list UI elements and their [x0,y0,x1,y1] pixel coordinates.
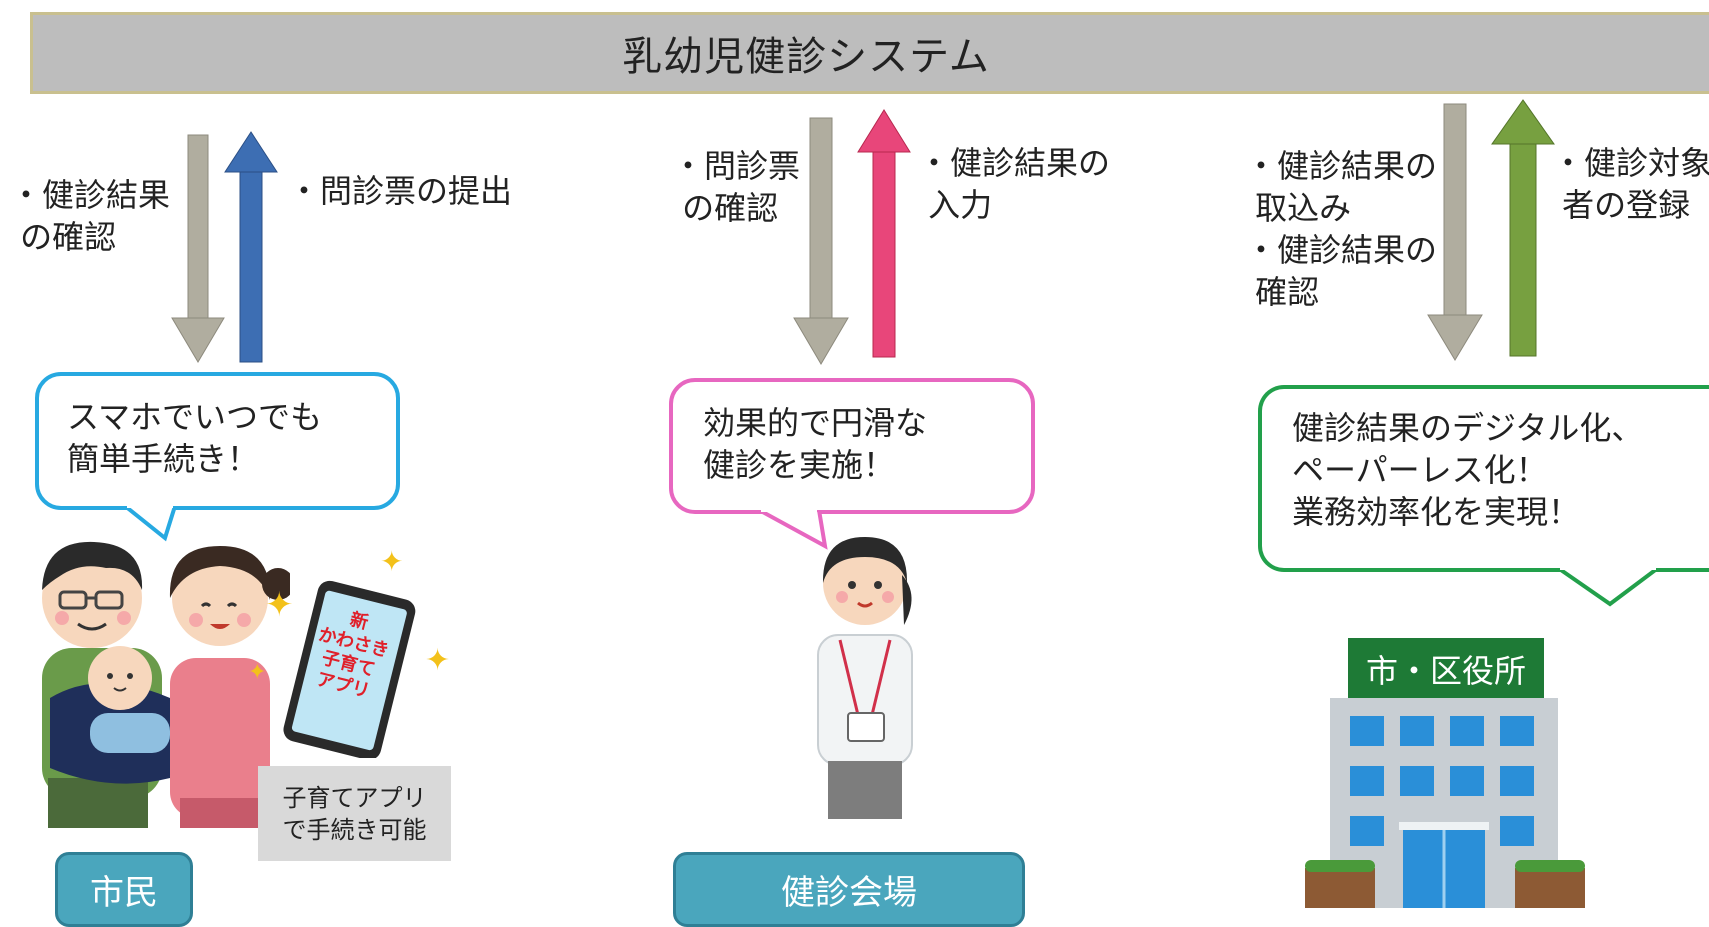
office-building-icon [1305,698,1585,908]
system-title-bar: 乳幼児健診システム [30,12,1709,94]
office-sign: 市・区役所 [1348,638,1544,700]
arrow-down-venue [793,117,849,365]
venue-up-label: ・健診結果の 入力 [918,144,1111,224]
baby-figure [50,646,170,784]
office-speech-bubble: 健診結果のデジタル化、 ペーパーレス化！ 業務効率化を実現！ [1258,385,1709,607]
office-down-label: ・健診結果の 取込み ・健診結果の 確認 [1245,147,1438,311]
arrow-up-office [1491,99,1555,357]
citizen-down-label: ・健診結果 の確認 [10,176,171,256]
sparkle-icon: ✦ [248,660,267,685]
venue-bubble-tail [759,510,828,550]
office-bubble-tail [1558,568,1662,607]
arrow-down-office [1427,103,1483,361]
office-bubble-text: 健診結果のデジタル化、 ペーパーレス化！ 業務効率化を実現！ [1258,385,1709,572]
citizen-tag: 市民 [55,852,193,927]
arrow-up-venue [857,109,911,358]
office-up-label: ・健診対象 者の登録 [1552,144,1709,224]
venue-down-label: ・問診票 の確認 [672,147,801,227]
citizen-bubble-tail [125,506,178,542]
citizen-up-label: ・問診票の提出 [288,172,513,210]
system-title: 乳幼児健診システム [622,34,990,80]
citizen-bubble-text: スマホでいつでも 簡単手続き！ [35,372,400,510]
venue-bubble-text: 効果的で円滑な 健診を実施！ [669,378,1035,514]
venue-speech-bubble: 効果的で円滑な 健診を実施！ [669,378,1035,550]
nurse-illustration [817,537,913,819]
sparkle-icon: ✦ [425,643,451,678]
sparkle-icon: ✦ [380,545,404,578]
family-illustration [42,541,290,828]
arrow-down-citizen [171,134,225,363]
citizen-speech-bubble: スマホでいつでも 簡単手続き！ [35,372,400,542]
sparkle-icon: ✦ [265,585,294,625]
mother-figure [169,546,290,828]
smartphone-icon [283,580,416,758]
arrow-up-citizen [224,131,278,363]
app-note: 子育てアプリ で手続き可能 [258,766,451,861]
venue-tag: 健診会場 [673,852,1025,927]
